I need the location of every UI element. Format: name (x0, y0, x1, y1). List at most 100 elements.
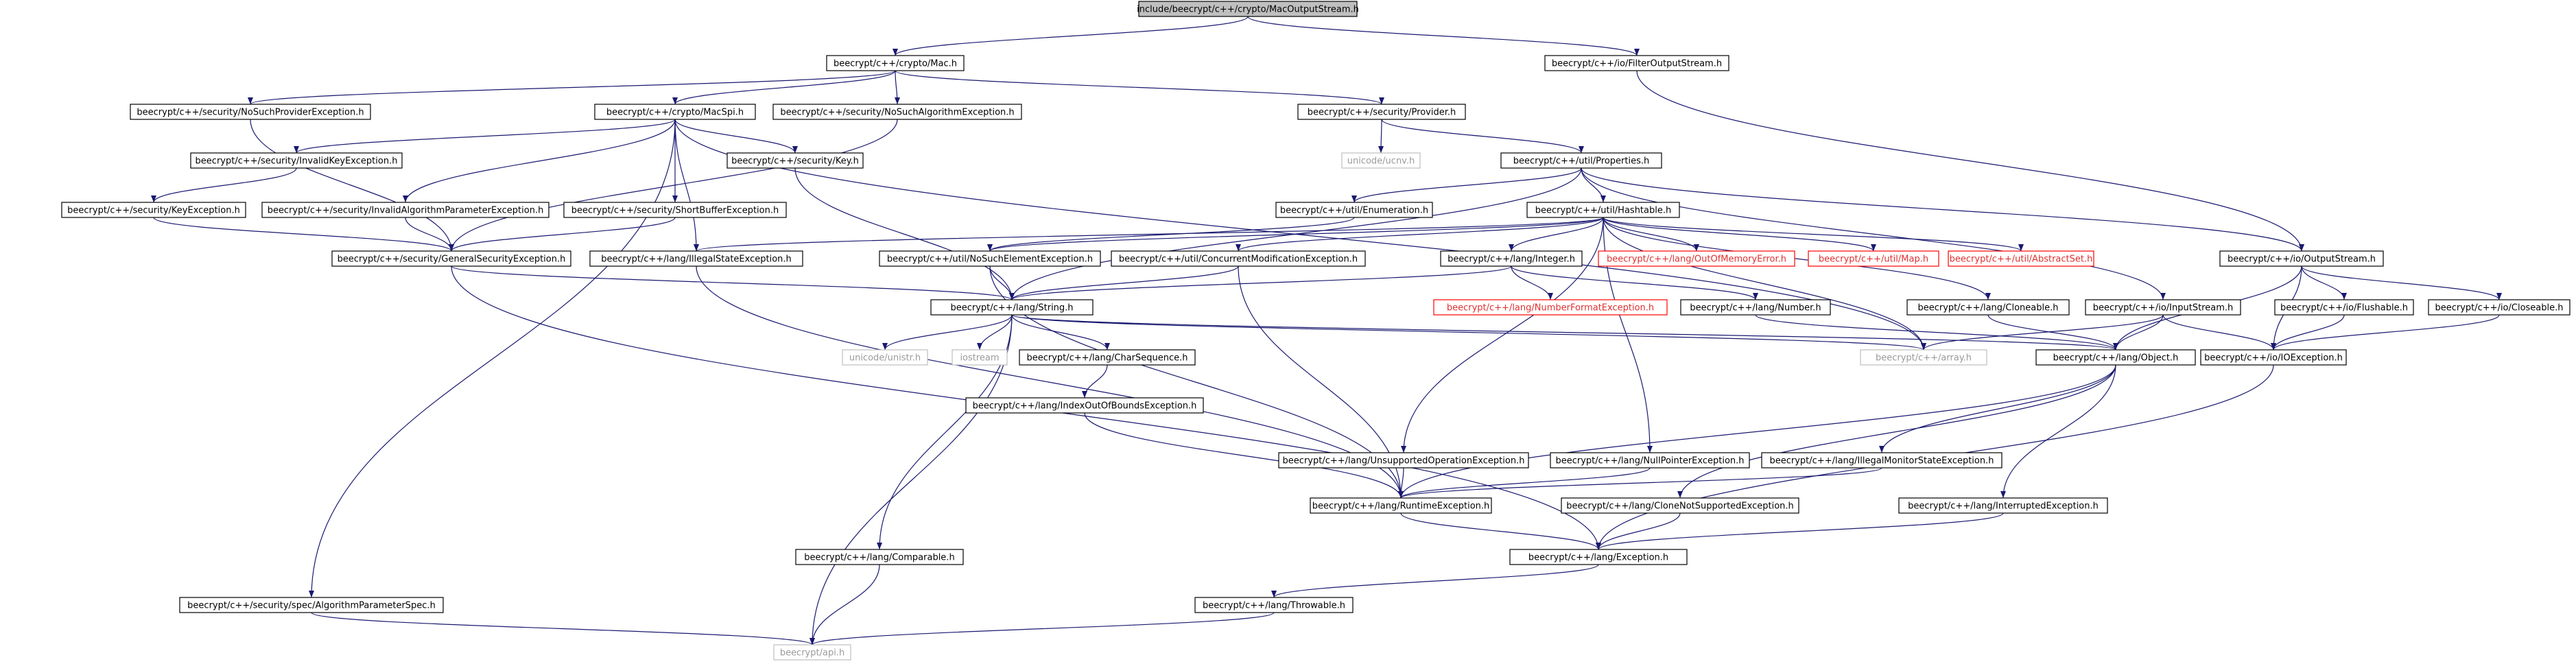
node-beecrypt-c-lang-exception-h[interactable]: beecrypt/c++/lang/Exception.h (1509, 549, 1688, 565)
node-beecrypt-c-io-flushable-h[interactable]: beecrypt/c++/io/Flushable.h (2274, 299, 2414, 316)
edge-hashtable-to-unsupported (1401, 217, 1604, 453)
node-beecrypt-c-security-spec-algorithmparameterspec-h[interactable]: beecrypt/c++/security/spec/AlgorithmPara… (179, 597, 444, 613)
edge-cloneable-to-object (1987, 314, 2118, 351)
node-box (726, 152, 864, 169)
node-beecrypt-c-lang-indexoutofboundsexception-h[interactable]: beecrypt/c++/lang/IndexOutOfBoundsExcept… (965, 397, 1204, 414)
node-box (1898, 497, 2108, 514)
node-beecrypt-c-security-invalidkeyexception-h[interactable]: beecrypt/c++/security/InvalidKeyExceptio… (190, 152, 403, 169)
edge-provider-to-properties (1381, 119, 1584, 154)
node-box (2274, 299, 2414, 316)
node-beecrypt-c-lang-illegalstateexception-h[interactable]: beecrypt/c++/lang/IllegalStateException.… (589, 250, 803, 267)
node-box (952, 349, 1008, 366)
edge-nullptr-to-runtime (1398, 467, 1651, 499)
node-box (826, 55, 965, 71)
node-beecrypt-c-io-closeable-h[interactable]: beecrypt/c++/io/Closeable.h (2428, 299, 2571, 316)
node-label: beecrypt/c++/lang/NullPointerException.h (1555, 456, 1744, 466)
node-box (1297, 104, 1466, 120)
node-beecrypt-c-lang-nullpointerexception-h[interactable]: beecrypt/c++/lang/NullPointerException.h (1550, 452, 1750, 469)
node-beecrypt-c-security-keyexception-h[interactable]: beecrypt/c++/security/KeyException.h (61, 202, 246, 218)
node-beecrypt-c-lang-runtimeexception-h[interactable]: beecrypt/c++/lang/RuntimeException.h (1310, 497, 1492, 514)
node-beecrypt-c-lang-clonenotsupportedexception-h[interactable]: beecrypt/c++/lang/CloneNotSupportedExcep… (1561, 497, 1799, 514)
node-beecrypt-c-util-map-h[interactable]: beecrypt/c++/util/Map.h (1808, 250, 1939, 267)
edge-hashtable-to-integer (1509, 217, 1604, 252)
node-label: include/beecrypt/c++/crypto/MacOutputStr… (1137, 5, 1359, 15)
node-box (1550, 452, 1750, 469)
node-beecrypt-c-lang-string-h[interactable]: beecrypt/c++/lang/String.h (930, 299, 1094, 316)
node-beecrypt-c-crypto-macspi-h[interactable]: beecrypt/c++/crypto/MacSpi.h (594, 104, 756, 120)
edge-macspi-to-key (674, 119, 798, 154)
node-beecrypt-c-lang-interruptedexception-h[interactable]: beecrypt/c++/lang/InterruptedException.h (1898, 497, 2108, 514)
node-beecrypt-c-security-provider-h[interactable]: beecrypt/c++/security/Provider.h (1297, 104, 1466, 120)
node-beecrypt-c-io-outputstream-h[interactable]: beecrypt/c++/io/OutputStream.h (2219, 250, 2384, 267)
node-beecrypt-c-lang-object-h[interactable]: beecrypt/c++/lang/Object.h (2035, 349, 2196, 366)
node-label: beecrypt/c++/io/Flushable.h (2280, 303, 2408, 313)
node-label: beecrypt/c++/security/GeneralSecurityExc… (338, 254, 566, 265)
node-label: beecrypt/c++/io/InputStream.h (2093, 303, 2234, 313)
node-beecrypt-c-lang-outofmemoryerror-h[interactable]: beecrypt/c++/lang/OutOfMemoryError.h (1598, 250, 1795, 267)
node-label: unicode/unistr.h (849, 353, 921, 364)
node-box (1275, 202, 1433, 218)
node-beecrypt-c-security-key-h[interactable]: beecrypt/c++/security/Key.h (726, 152, 864, 169)
node-beecrypt-c-util-concurrentmodificationexception-h[interactable]: beecrypt/c++/util/ConcurrentModification… (1111, 250, 1366, 267)
node-box (1019, 349, 1196, 366)
edge-outputstream-to-closeable (2301, 265, 2502, 300)
node-beecrypt-c-lang-cloneable-h[interactable]: beecrypt/c++/lang/Cloneable.h (1906, 299, 2070, 316)
edge-string-to-array (1011, 314, 1926, 351)
node-box (1278, 452, 1529, 469)
node-beecrypt-c-io-ioexception-h[interactable]: beecrypt/c++/io/IOException.h (2200, 349, 2347, 366)
edge-root-to-filteros (1247, 16, 1640, 56)
node-beecrypt-c-util-properties-h[interactable]: beecrypt/c++/util/Properties.h (1500, 152, 1662, 169)
node-beecrypt-c-lang-illegalmonitorstateexception-h[interactable]: beecrypt/c++/lang/IllegalMonitorStateExc… (1761, 452, 2002, 469)
node-beecrypt-c-security-generalsecurityexception-h[interactable]: beecrypt/c++/security/GeneralSecurityExc… (331, 250, 571, 267)
node-beecrypt-c-security-shortbufferexception-h[interactable]: beecrypt/c++/security/ShortBufferExcepti… (563, 202, 787, 218)
node-beecrypt-c-io-inputstream-h[interactable]: beecrypt/c++/io/InputStream.h (2085, 299, 2241, 316)
edge-string-to-unistr (882, 314, 1013, 351)
node-beecrypt-c-util-enumeration-h[interactable]: beecrypt/c++/util/Enumeration.h (1275, 202, 1433, 218)
node-box (2085, 299, 2241, 316)
node-box (589, 250, 803, 267)
node-beecrypt-c-lang-unsupportedoperationexception-h[interactable]: beecrypt/c++/lang/UnsupportedOperationEx… (1278, 452, 1529, 469)
node-beecrypt-c-lang-throwable-h[interactable]: beecrypt/c++/lang/Throwable.h (1194, 597, 1354, 613)
node-beecrypt-c-crypto-mac-h[interactable]: beecrypt/c++/crypto/Mac.h (826, 55, 965, 71)
edge-object-to-clonenotsup (1677, 364, 2116, 499)
node-label: beecrypt/c++/lang/Exception.h (1528, 553, 1668, 563)
node-box (1598, 250, 1795, 267)
node-beecrypt-c-lang-number-h[interactable]: beecrypt/c++/lang/Number.h (1680, 299, 1831, 316)
node-beecrypt-c-security-nosuchalgorithmexception-h[interactable]: beecrypt/c++/security/NoSuchAlgorithmExc… (772, 104, 1022, 120)
node-beecrypt-c-security-invalidalgorithmparameterexception-h[interactable]: beecrypt/c++/security/InvalidAlgorithmPa… (261, 202, 550, 218)
edge-invkey-to-keyexc (151, 167, 297, 203)
edge-inputstream-to-ioexc (2162, 314, 2276, 351)
node-box (1526, 202, 1680, 218)
node-beecrypt-c-lang-numberformatexception-h[interactable]: beecrypt/c++/lang/NumberFormatException.… (1433, 299, 1668, 316)
node-iostream: iostream (952, 349, 1008, 366)
node-beecrypt-c-util-hashtable-h[interactable]: beecrypt/c++/util/Hashtable.h (1526, 202, 1680, 218)
edge-indexoob-to-runtime (1084, 412, 1404, 499)
edge-throwable-to-api (810, 612, 1275, 645)
node-label: beecrypt/c++/util/Properties.h (1513, 156, 1650, 167)
edge-concmod-to-string (1009, 265, 1239, 300)
edge-string-to-object (1011, 314, 2118, 351)
node-include-beecrypt-c-crypto-macoutputstream-h[interactable]: include/beecrypt/c++/crypto/MacOutputStr… (1137, 1, 1359, 17)
node-beecrypt-c-util-nosuchelementexception-h[interactable]: beecrypt/c++/util/NoSuchElementException… (879, 250, 1101, 267)
node-label: beecrypt/c++/lang/Cloneable.h (1917, 303, 2058, 313)
edge-integer-to-string (1009, 265, 1512, 300)
node-beecrypt-c-lang-comparable-h[interactable]: beecrypt/c++/lang/Comparable.h (795, 549, 964, 565)
node-beecrypt-c-lang-integer-h[interactable]: beecrypt/c++/lang/Integer.h (1440, 250, 1583, 267)
node-box (1341, 152, 1421, 169)
edge-root-to-mac (893, 16, 1249, 56)
edge-hashtable-to-array (1603, 217, 1926, 351)
edge-mac-to-nosuchprov (248, 70, 896, 105)
node-label: beecrypt/c++/security/KeyException.h (67, 206, 240, 216)
node-beecrypt-c-security-nosuchproviderexception-h[interactable]: beecrypt/c++/security/NoSuchProviderExce… (130, 104, 371, 120)
node-box (1440, 250, 1583, 267)
node-label: beecrypt/c++/lang/CharSequence.h (1026, 353, 1187, 364)
node-box (331, 250, 571, 267)
node-beecrypt-c-util-abstractset-h[interactable]: beecrypt/c++/util/AbstractSet.h (1948, 250, 2094, 267)
dependency-edges (151, 16, 2502, 645)
node-box (773, 644, 851, 661)
edge-provider-to-unicodeuconv (1378, 119, 1384, 154)
node-beecrypt-c-io-filteroutputstream-h[interactable]: beecrypt/c++/io/FilterOutputStream.h (1544, 55, 1729, 71)
node-beecrypt-c-lang-charsequence-h[interactable]: beecrypt/c++/lang/CharSequence.h (1019, 349, 1196, 366)
edge-hashtable-to-oom (1603, 217, 1699, 252)
